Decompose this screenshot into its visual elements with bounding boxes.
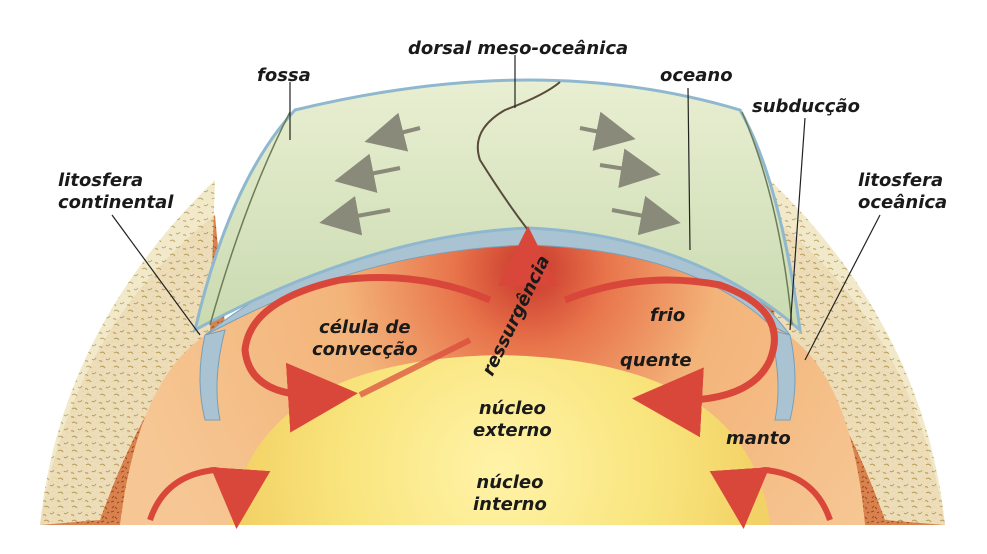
label-frio: frio <box>650 305 685 327</box>
label-fossa: fossa <box>257 65 311 87</box>
label-quente: quente <box>620 350 692 372</box>
label-manto: manto <box>726 428 791 450</box>
label-oceano: oceano <box>660 65 733 87</box>
label-celula-conveccao: célula de convecção <box>312 317 418 361</box>
label-nucleo-interno: núcleo interno <box>473 472 547 516</box>
label-litosfera-oceanica: litosfera oceânica <box>858 170 947 214</box>
label-litosfera-continental: litosfera continental <box>58 170 173 214</box>
label-nucleo-externo: núcleo externo <box>473 398 552 442</box>
label-dorsal: dorsal meso-oceânica <box>408 38 628 60</box>
label-subduccao: subducção <box>752 96 860 118</box>
